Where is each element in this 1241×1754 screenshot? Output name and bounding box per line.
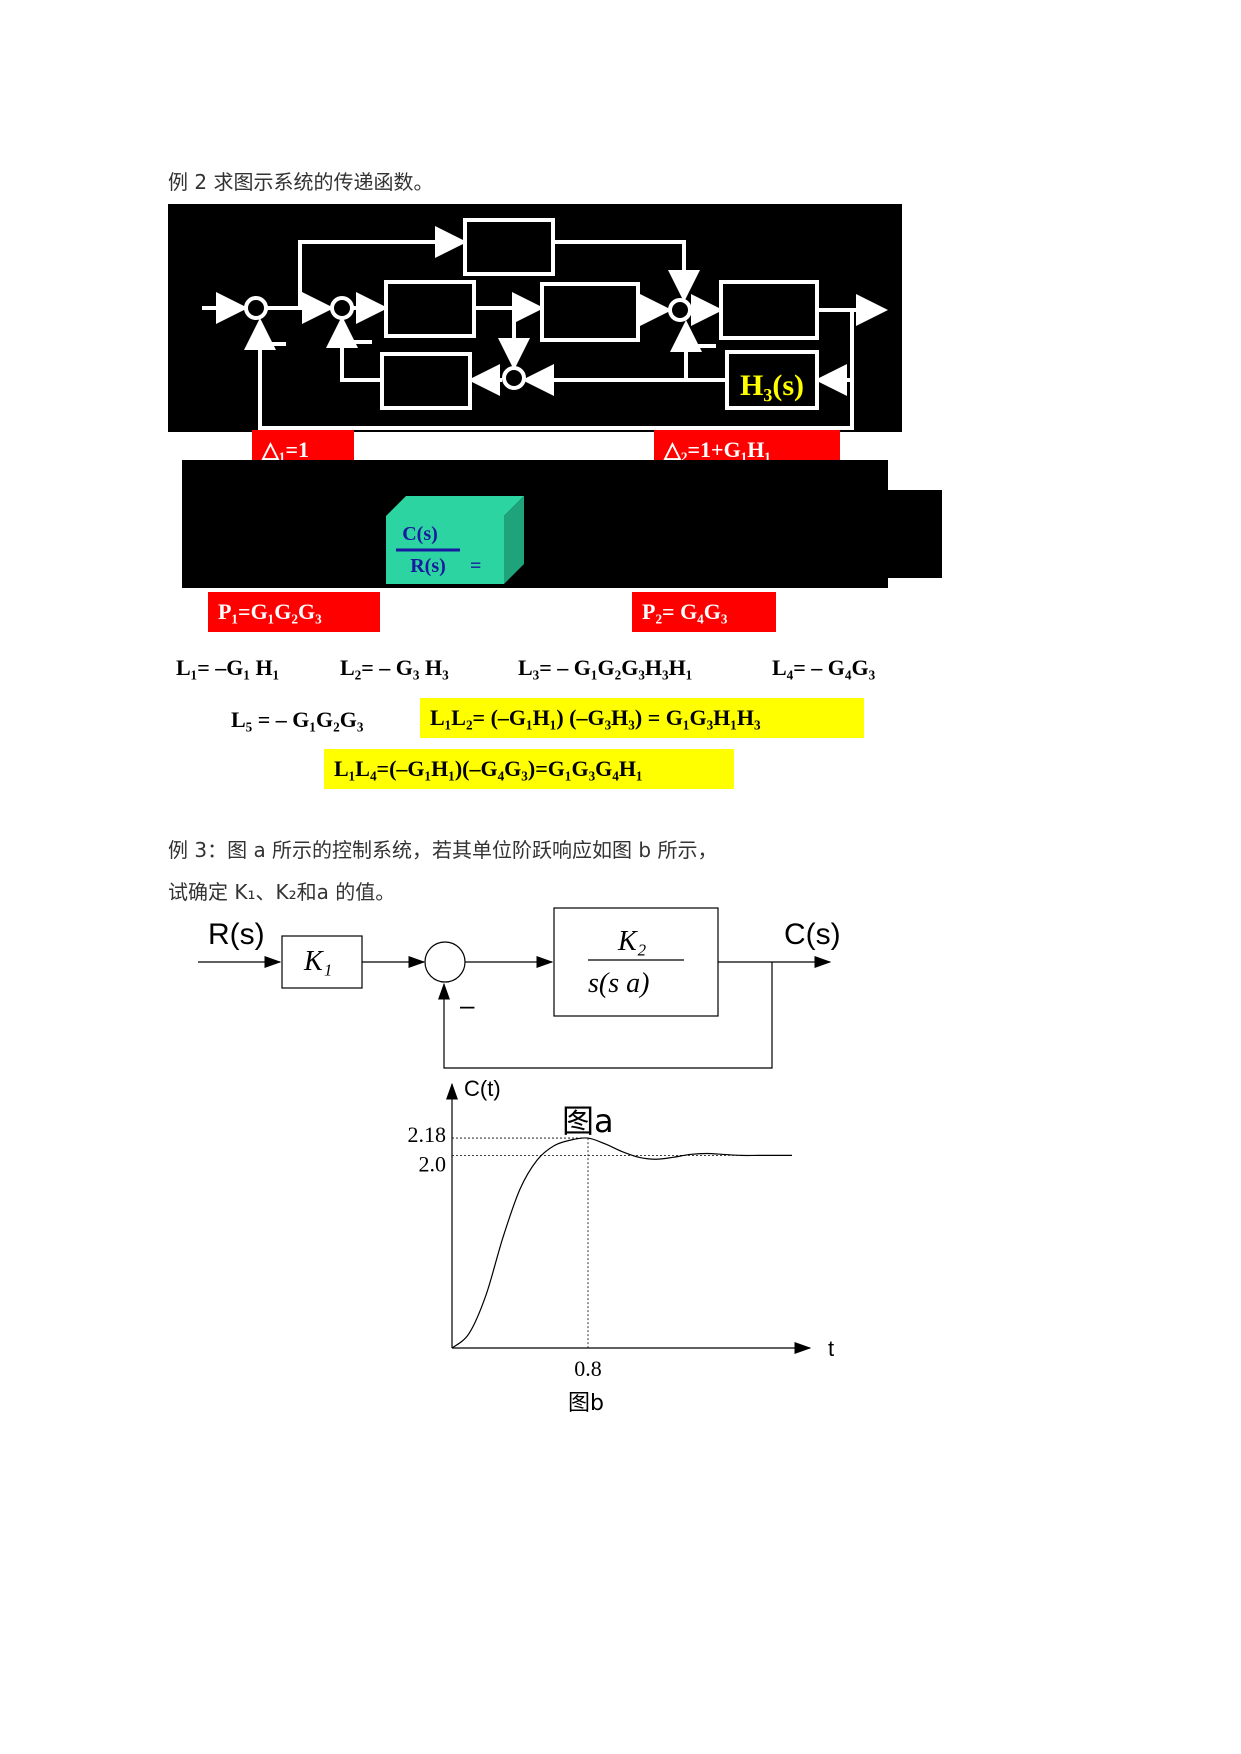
response-curve [451, 1137, 792, 1349]
tf-numerator: K₂ [617, 926, 647, 957]
y-axis-label: C(t) [464, 1076, 501, 1101]
example3-heading-line2: 试确定 K₁、K₂和a 的值。 [168, 880, 396, 904]
fig-b-caption: 图b [568, 1391, 604, 1416]
y-tick-label: 2.0 [419, 1151, 447, 1176]
loop-l4: L₄= – G₄G₃ [772, 655, 876, 680]
example2-heading: 例 2 求图示系统的传递函数。 [168, 170, 434, 194]
loop-l2: L₂= – G₃ H₃ [340, 655, 449, 680]
fraction-numerator: C(s) [402, 523, 438, 545]
feedback-minus-sign: – [460, 990, 475, 1020]
input-label: R(s) [208, 918, 265, 951]
example3-heading-line1: 例 3：图 a 所示的控制系统，若其单位阶跃响应如图 b 所示， [168, 838, 718, 862]
fraction-equals: = [470, 555, 481, 577]
y-tick-label: 2.18 [408, 1122, 447, 1147]
x-axis-label: t [828, 1336, 834, 1361]
h3-block-label: H₃(s) [740, 369, 804, 402]
loop-l1l4: L₁L₄=(–G₁H₁)(–G₄G₃)=G₁G₃G₄H₁ [324, 749, 734, 789]
fig-a-caption: 图a [562, 1102, 614, 1140]
path1-label: P₁=G₁G₂G₃ [208, 592, 380, 632]
formula-band-ext [886, 490, 942, 578]
loop-l1: L₁= –G₁ H₁ [176, 655, 280, 680]
loop-l3: L₃= – G₁G₂G₃H₃H₁ [518, 655, 693, 680]
loop-l5: L₅ = – G₁G₂G₃ [231, 707, 364, 732]
fraction-denominator: R(s) [410, 555, 446, 577]
loop-l1l2: L₁L₂= (–G₁H₁) (–G₃H₃) = G₁G₃H₁H₃ [420, 698, 864, 738]
formula-band [182, 460, 888, 588]
path2-label: P₂= G₄G₃ [632, 592, 776, 632]
block-diagram-ex3: R(s) C(s) K₁ K₂ s(s a) – [198, 907, 841, 1069]
tf-denominator: s(s a) [588, 968, 649, 999]
k1-block-label: K₁ [303, 946, 332, 977]
output-label: C(s) [784, 918, 841, 951]
step-response-chart: C(t) t 图a 图b 2.18 2.0 0.8 [408, 1076, 835, 1416]
transfer-fraction-box: C(s) R(s) = [386, 496, 524, 584]
x-tick-label: 0.8 [574, 1356, 602, 1381]
block-diagram-ex2: H₃(s) [168, 204, 902, 432]
